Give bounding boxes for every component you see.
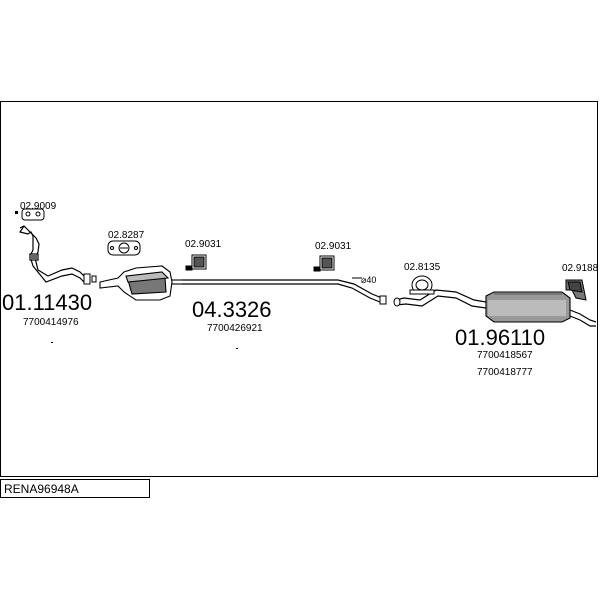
pipe-diameter-label: ⌀40 (361, 275, 376, 285)
diagram-frame (0, 101, 598, 477)
gasket-front-label: 02.9009 (20, 201, 57, 212)
hanger-rear-label: 02.8135 (404, 262, 441, 273)
bracket-rear-label: 02.9188 (562, 263, 599, 274)
marker-dot (15, 211, 18, 214)
front-pipe-joint (83, 273, 97, 285)
hanger-2-icon (313, 255, 335, 272)
bracket-rear-icon (565, 279, 587, 301)
front-pipe (19, 225, 87, 285)
rear-pipe (395, 289, 487, 309)
dot-mark (51, 342, 53, 343)
caption-box: RENA96948A (0, 479, 150, 498)
front-pipe-oem: 7700414976 (23, 317, 79, 328)
rear-silencer-number: 01.96110 (455, 325, 545, 350)
middle-pipe-number: 04.3326 (192, 297, 272, 322)
middle-pipe (182, 279, 383, 303)
rear-silencer-oem-1: 7700418567 (477, 350, 533, 361)
clamp-icon (107, 240, 141, 256)
middle-pipe-end (379, 295, 387, 305)
rear-silencer-oem-2: 7700418777 (477, 367, 533, 378)
diagram-caption: RENA96948A (4, 482, 79, 496)
tail-pipe (569, 309, 597, 327)
hanger-rear-icon (409, 275, 435, 295)
hanger-1-label: 02.9031 (185, 239, 222, 250)
catalyst-section (99, 265, 182, 301)
hanger-1-icon (185, 254, 207, 271)
hanger-2-label: 02.9031 (315, 241, 352, 252)
rear-silencer (485, 291, 571, 323)
front-pipe-number: 01.11430 (2, 290, 92, 315)
rear-joint (393, 297, 401, 307)
clamp-label: 02.8287 (108, 230, 145, 241)
dot-mark (236, 348, 238, 349)
gasket-front-icon (21, 208, 45, 221)
middle-pipe-oem: 7700426921 (207, 323, 263, 334)
